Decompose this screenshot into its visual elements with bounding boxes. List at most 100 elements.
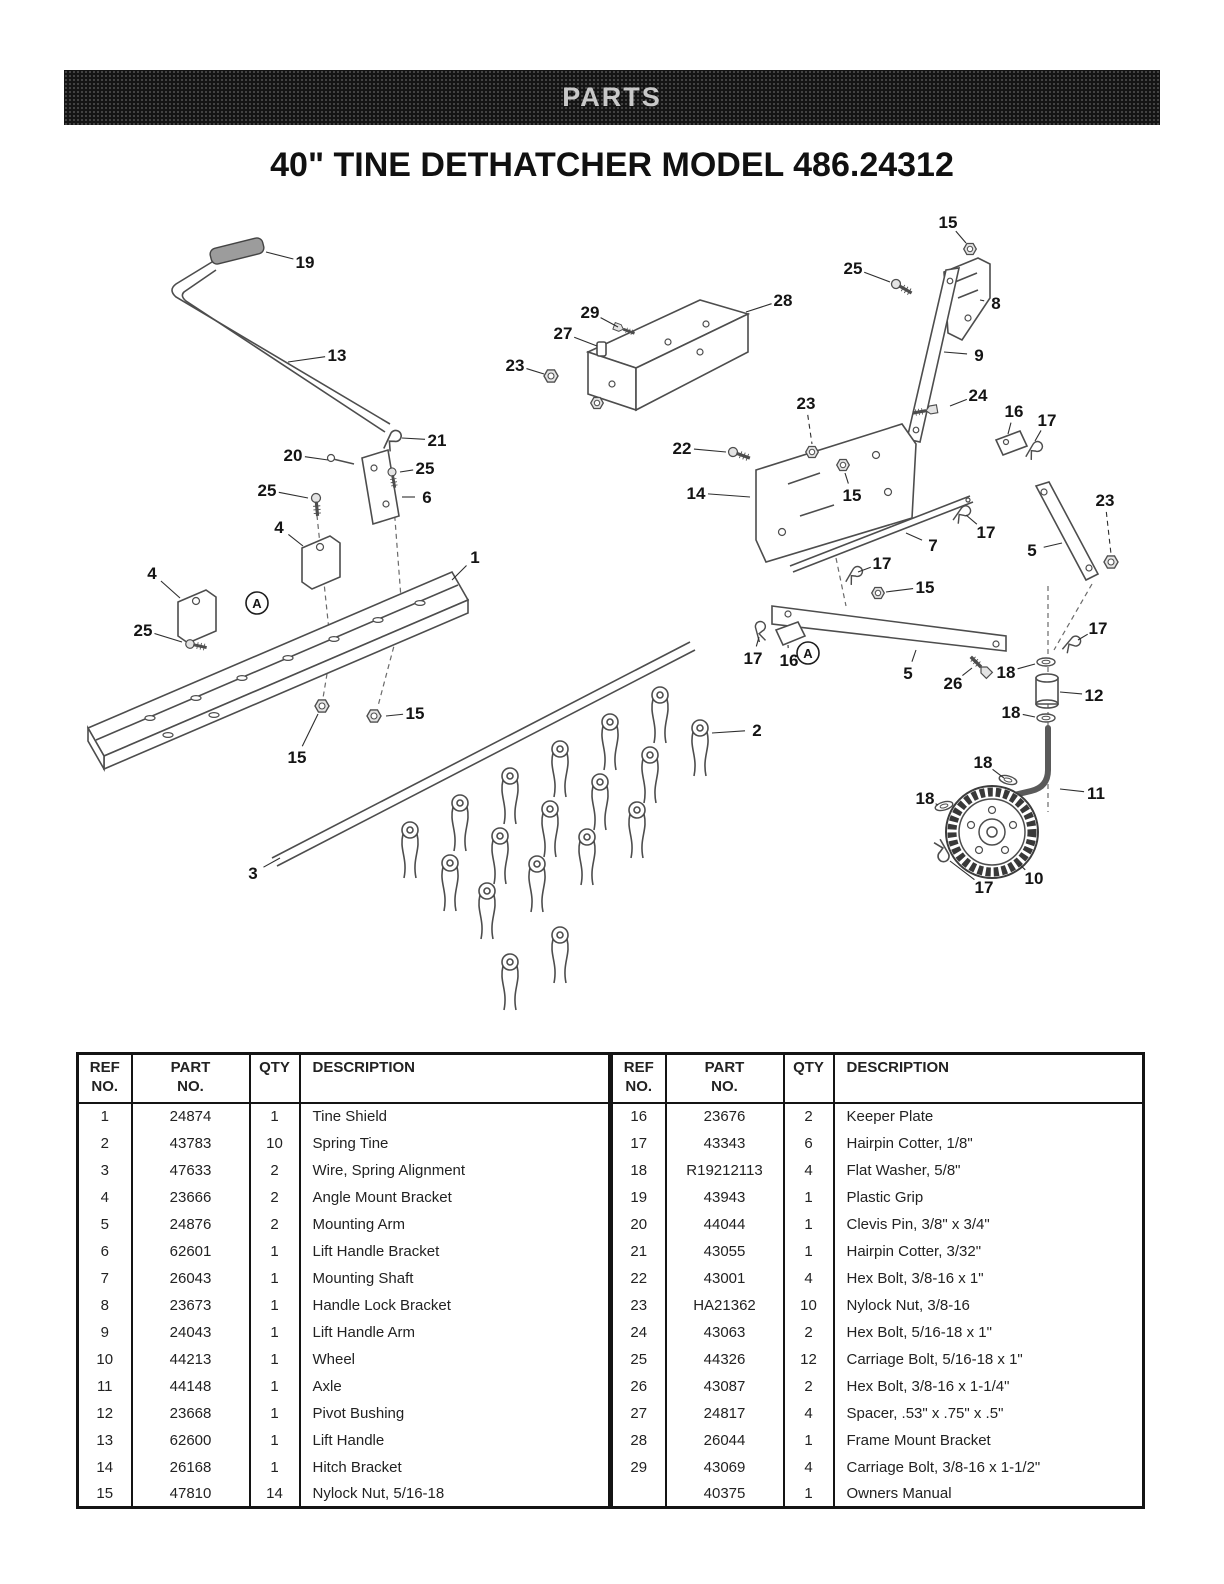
description-cell: Lift Handle Bracket (298, 1237, 610, 1265)
part-no-cell: 44213 (130, 1345, 250, 1373)
ref-no-cell: 22 (630, 1269, 648, 1287)
part-no-cell: 23666 (130, 1183, 250, 1211)
callout-1: 1 (470, 548, 479, 567)
callout-23: 23 (1096, 491, 1115, 510)
ref-no-cell: 29 (630, 1458, 648, 1476)
ref-no-cell: 11 (96, 1377, 113, 1395)
qty-cell: 10 (248, 1129, 300, 1157)
qty-cell: 4 (782, 1156, 834, 1184)
description-cell: Mounting Arm (298, 1210, 610, 1238)
callout-27: 27 (554, 324, 573, 343)
callout-17: 17 (744, 649, 763, 668)
description-cell: Nylock Nut, 5/16-18 (298, 1480, 610, 1508)
description-cell: Lift Handle (298, 1426, 610, 1454)
shield-nuts (314, 699, 382, 723)
ref-no-cell: 20 (630, 1215, 648, 1233)
ref-no-cell: 27 (630, 1404, 648, 1422)
description-cell: Hitch Bracket (298, 1453, 610, 1481)
lift-handle-bracket-assembly (309, 448, 401, 526)
qty-cell: 1 (248, 1102, 300, 1130)
callout-12: 12 (1085, 686, 1104, 705)
description-cell: Flat Washer, 5/8" (832, 1156, 1144, 1184)
part-no-cell: 40375 (664, 1480, 784, 1508)
part-no-cell: 24817 (664, 1399, 784, 1427)
description-cell: Hairpin Cotter, 1/8" (832, 1129, 1144, 1157)
part-no-cell: 24043 (130, 1318, 250, 1346)
qty-cell: 1 (248, 1318, 300, 1346)
part-no-cell: 26044 (664, 1426, 784, 1454)
ref-no-cell: 6 (100, 1242, 109, 1260)
description-cell: Hairpin Cotter, 3/32" (832, 1237, 1144, 1265)
qty-cell: 4 (782, 1264, 834, 1292)
callout-19: 19 (296, 253, 315, 272)
ref-no-cell: 12 (96, 1404, 114, 1422)
callout-29: 29 (581, 303, 600, 322)
ref-no-cell: 17 (630, 1134, 648, 1152)
parts-banner-label: PARTS (562, 82, 662, 112)
callout-2: 2 (752, 721, 761, 740)
callout-14: 14 (687, 484, 706, 503)
ref-no-cell: 16 (630, 1108, 648, 1125)
mounting-arm-right-part (1034, 481, 1119, 582)
callout-15: 15 (843, 486, 862, 505)
description-cell: Spring Tine (298, 1129, 610, 1157)
part-no-cell: 43069 (664, 1453, 784, 1481)
callout-6: 6 (422, 488, 431, 507)
ref-no-cell: 8 (100, 1296, 109, 1314)
parts-table-right: REF NO. PART NO. QTY DESCRIPTION 16 23676… (610, 1052, 1145, 1509)
callout-17: 17 (977, 523, 996, 542)
caster-wheel-assembly (929, 657, 1059, 879)
ref-no-cell: 18 (630, 1161, 648, 1179)
callout-25: 25 (258, 481, 277, 500)
callout-18: 18 (997, 663, 1016, 682)
tine-shield-part (86, 570, 470, 773)
table-header-row: REF NO. PART NO. QTY DESCRIPTION (611, 1053, 1144, 1104)
qty-cell: 1 (248, 1453, 300, 1481)
qty-cell: 1 (248, 1237, 300, 1265)
callout-7: 7 (928, 536, 937, 555)
description-cell: Spacer, .53" x .75" x .5" (832, 1399, 1144, 1427)
description-cell: Hex Bolt, 5/16-18 x 1" (832, 1318, 1144, 1346)
callout-4: 4 (147, 564, 157, 583)
ref-no-cell: 9 (100, 1323, 109, 1341)
part-no-cell: 26168 (130, 1453, 250, 1481)
part-no-cell: 23676 (664, 1102, 784, 1130)
part-no-cell: 23668 (130, 1399, 250, 1427)
ref-no-cell: 5 (100, 1215, 109, 1233)
qty-cell: 14 (248, 1480, 300, 1508)
description-cell: Wire, Spring Alignment (298, 1156, 610, 1184)
ref-no-cell: 14 (96, 1458, 114, 1476)
part-no-cell: R19212113 (664, 1156, 784, 1184)
spring-alignment-wire-part (271, 641, 696, 867)
callout-17: 17 (1089, 619, 1108, 638)
ref-no-header: REF NO. (77, 1053, 132, 1104)
ref-no-cell (612, 1481, 666, 1508)
callout-circle-A (245, 591, 269, 615)
description-cell: Mounting Shaft (298, 1264, 610, 1292)
part-no-cell: 43343 (664, 1129, 784, 1157)
part-no-cell: 43943 (664, 1183, 784, 1211)
qty-header: QTY (782, 1053, 834, 1104)
part-no-cell: 43087 (664, 1372, 784, 1400)
callout-A: A (803, 646, 813, 661)
qty-cell: 1 (248, 1264, 300, 1292)
mounting-shaft-assembly (789, 495, 974, 588)
ref-no-cell: 26 (630, 1377, 648, 1395)
qty-cell: 1 (248, 1345, 300, 1373)
description-cell: Frame Mount Bracket (832, 1426, 1144, 1454)
part-no-cell: 47810 (130, 1480, 250, 1508)
part-no-cell: 24876 (130, 1210, 250, 1238)
part-no-cell: 44326 (664, 1345, 784, 1373)
